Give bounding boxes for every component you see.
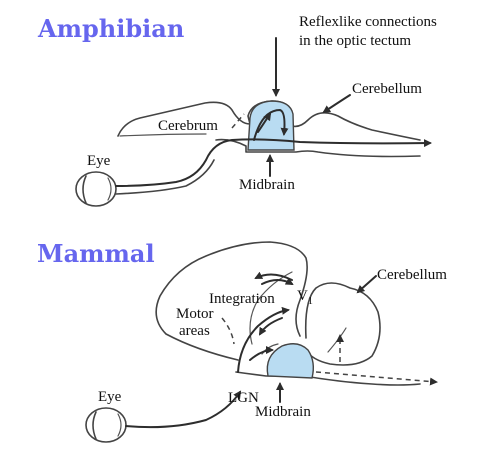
mammal-v1-to-integration <box>258 317 283 336</box>
mammal-brainstem-outline <box>235 371 421 386</box>
amphibian-brain-inner-line <box>119 133 207 137</box>
mammal-cerebellum-pointer <box>356 275 377 294</box>
mammal-motor-dash <box>221 317 235 345</box>
v1-label-main: V <box>297 288 308 304</box>
integration-label: Integration <box>209 291 275 307</box>
mammal-heading: Mammal <box>37 239 155 268</box>
mammal-lgn-to-v1-pathway <box>237 306 290 373</box>
mammal-brainstem-dash <box>315 371 438 386</box>
amphibian-eye-label: Eye <box>87 153 111 169</box>
mammal-cerebrum-outline <box>155 241 308 361</box>
amphibian-midbrain-label: Midbrain <box>239 177 295 193</box>
motor-areas-label-line1: Motor <box>176 306 214 322</box>
amphibian-reflex-loop <box>253 109 289 141</box>
amphibian-cerebrum-label: Cerebrum <box>158 118 218 134</box>
amphibian-brain-lower-outline <box>215 138 421 158</box>
lgn-label: LGN <box>228 390 259 406</box>
amphibian-optic-pathway-lower <box>115 159 215 195</box>
amphibian-heading: Amphibian <box>37 14 184 43</box>
v1-label: V1 <box>297 288 313 307</box>
mammal-eye-icon <box>85 407 127 443</box>
reflex-label-line1: Reflexlike connections <box>299 14 437 30</box>
mammal-cerebrum-inner <box>249 271 293 345</box>
amphibian-cerebellum-label: Cerebellum <box>352 81 422 97</box>
mammal-midbrain-label: Midbrain <box>255 404 311 420</box>
mammal-cerebellum-label: Cerebellum <box>377 267 447 283</box>
amphibian-diagram: Amphibian Reflexlike connections in the … <box>37 14 437 207</box>
mammal-optic-pathway <box>125 390 242 429</box>
mammal-midbrain-branch <box>249 346 274 361</box>
amphibian-optic-pathway <box>115 138 432 187</box>
amphibian-cerebrum-connection <box>231 113 245 129</box>
mammal-cerebellum-outline <box>304 282 381 366</box>
amphibian-cerebellum-pointer <box>322 94 351 114</box>
amphibian-eye-icon <box>75 171 117 207</box>
amphibian-reflex-arrow <box>257 112 272 133</box>
mammal-eye-label: Eye <box>98 389 122 405</box>
amphibian-midbrain <box>247 100 295 151</box>
mammal-midbrain <box>266 343 315 379</box>
motor-areas-label-line2: areas <box>179 323 210 339</box>
mammal-integration-arrow-bottom <box>261 277 294 285</box>
reflex-label-line2: in the optic tectum <box>299 33 411 49</box>
mammal-diagram: Mammal Cerebellum <box>37 239 447 443</box>
mammal-cerebellum-inner <box>327 327 347 353</box>
v1-label-subscript: 1 <box>308 296 313 307</box>
